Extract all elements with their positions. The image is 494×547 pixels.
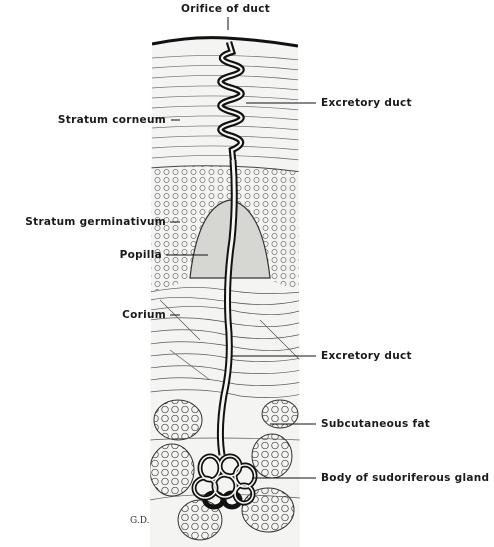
label-orifice-of-duct: Orifice of duct	[181, 3, 270, 15]
label-corium: Corium	[122, 309, 166, 321]
artist-signature: G.D.	[130, 516, 150, 526]
label-body-of-sudoriferous-gland: Body of sudoriferous gland	[321, 472, 489, 484]
label-stratum-corneum: Stratum corneum	[58, 114, 166, 126]
label-stratum-germinativum: Stratum germinativum	[25, 216, 166, 228]
label-excretory-duct-lower: Excretory duct	[321, 350, 412, 362]
label-subcutaneous-fat: Subcutaneous fat	[321, 418, 430, 430]
label-excretory-duct-upper: Excretory duct	[321, 97, 412, 109]
label-papilla: Popilla	[120, 249, 162, 261]
